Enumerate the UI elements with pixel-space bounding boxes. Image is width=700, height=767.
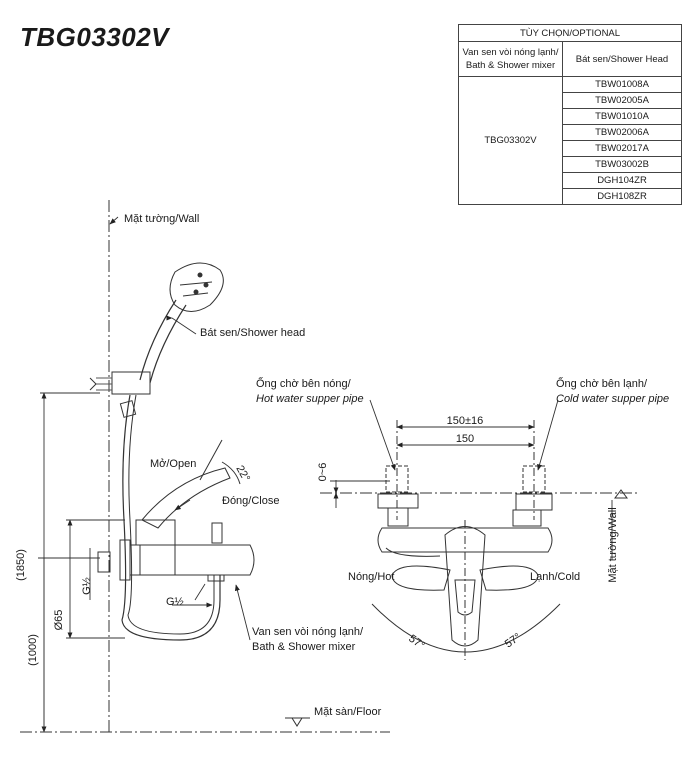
hot-label: Nóng/Hot: [348, 571, 394, 583]
floor-symbol: [291, 717, 303, 727]
open-label: Mở/Open: [150, 458, 196, 470]
model-title: TBG03302V: [20, 22, 170, 52]
dim-150-tolerance-label: 150±16: [447, 415, 484, 427]
shower-head-column-header: Bát sen/Shower Head: [562, 41, 682, 77]
cold-pipe-label-line1: Ống chờ bên lạnh/: [556, 376, 648, 390]
shower-head-label: Bát sen/Shower head: [200, 327, 305, 339]
wall-label-left: Mặt tường/Wall: [124, 213, 199, 225]
cold-label: Lạnh/Cold: [530, 571, 580, 583]
mixer-column-header-line2: Bath & Shower mixer: [465, 60, 556, 71]
shower-hose: [121, 394, 221, 641]
dim-150-label: 150: [456, 433, 474, 445]
mixer-label-line1: Van sen vòi nóng lạnh/: [252, 626, 364, 638]
height-1000-label: (1000): [27, 634, 39, 666]
shower-head-cell: DGH108ZR: [562, 188, 682, 205]
options-table: TÙY CHỌN/OPTIONAL Van sen vòi nóng lạnh/…: [458, 24, 682, 205]
shower-bracket: [89, 371, 151, 395]
cold-pipe-label-line2: Cold water supper pipe: [556, 393, 669, 405]
hot-pipe-label-line2: Hot water supper pipe: [256, 393, 364, 405]
side-view: [20, 200, 390, 733]
close-label: Đóng/Close: [222, 495, 279, 507]
height-1850-label: (1850): [15, 549, 27, 581]
left-dimensions: [38, 392, 125, 733]
angle-open-label: 22°: [233, 464, 252, 484]
shower-head: [139, 262, 224, 384]
mixer-column-header-line1: Van sen vòi nóng lạnh/: [462, 47, 559, 58]
wall-label-right: Mặt tường/Wall: [607, 507, 619, 582]
hot-pipe-label-line1: Ống chờ bên nóng/: [256, 376, 352, 390]
g-half-vertical-label: G½: [81, 577, 93, 595]
diameter-65-label: Ø65: [53, 610, 65, 631]
floor-label: Mặt sàn/Floor: [314, 706, 382, 718]
g-half-bottom-label: G½: [166, 596, 184, 608]
front-view: [320, 420, 640, 660]
dim-0-6-label: 0~6: [317, 463, 329, 482]
right-dimensions: [330, 424, 535, 508]
mixer-column-header: Van sen vòi nóng lạnh/ Bath & Shower mix…: [458, 41, 563, 77]
angle-right-label: 57°: [503, 631, 524, 650]
angle-left-label: 57°: [406, 633, 427, 652]
mixer-body-side: [97, 467, 255, 582]
mixer-label-line2: Bath & Shower mixer: [252, 641, 356, 653]
